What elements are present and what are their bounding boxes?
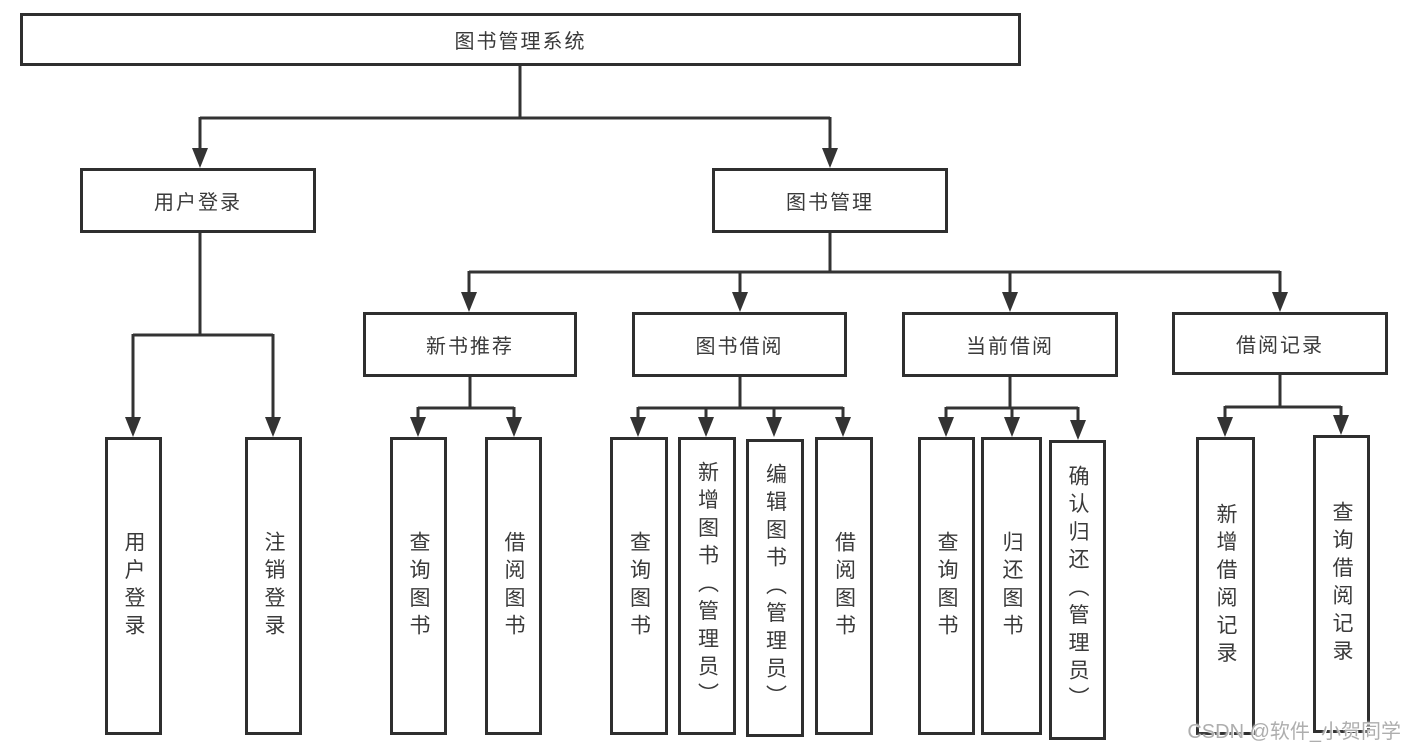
node-label: 借阅记录 xyxy=(1236,335,1324,357)
node-book-management: 图书管理 xyxy=(712,168,948,233)
leaf-label: 借阅图书 xyxy=(502,530,525,642)
leaf-label: 查询借阅记录 xyxy=(1330,500,1353,668)
leaf-label: 用户登录 xyxy=(122,530,145,642)
node-user-login: 用户登录 xyxy=(80,168,316,233)
node-book-borrowing: 图书借阅 xyxy=(632,312,847,377)
leaf-edit-book-admin: 编辑图书（管理员） xyxy=(746,439,804,737)
leaf-label: 归还图书 xyxy=(1000,530,1023,642)
leaf-add-borrow-record: 新增借阅记录 xyxy=(1196,437,1255,735)
leaf-label: 查询图书 xyxy=(627,530,651,642)
node-label: 新书推荐 xyxy=(426,336,514,358)
leaf-logout: 注销登录 xyxy=(245,437,302,735)
node-borrowing-records: 借阅记录 xyxy=(1172,312,1388,375)
leaf-borrow-books-recommendation: 借阅图书 xyxy=(485,437,542,735)
node-label: 当前借阅 xyxy=(966,336,1054,358)
leaf-label: 查询图书 xyxy=(407,530,430,642)
leaf-label: 确认归还（管理员） xyxy=(1066,465,1089,715)
leaf-query-books-recommendation: 查询图书 xyxy=(390,437,447,735)
leaf-label: 借阅图书 xyxy=(832,530,856,642)
node-library-management-system: 图书管理系统 xyxy=(20,13,1021,66)
leaf-label: 新增借阅记录 xyxy=(1214,502,1237,670)
leaf-query-books-borrowing: 查询图书 xyxy=(610,437,668,735)
node-label: 图书管理系统 xyxy=(454,31,587,53)
leaf-label: 查询图书 xyxy=(935,530,958,642)
connector-paths xyxy=(131,66,1343,424)
leaf-borrow-books-borrowing: 借阅图书 xyxy=(815,437,873,735)
node-label: 图书管理 xyxy=(786,192,874,214)
leaf-label: 新增图书（管理员） xyxy=(695,461,719,711)
leaf-label: 注销登录 xyxy=(262,530,285,642)
leaf-confirm-return-admin: 确认归还（管理员） xyxy=(1049,440,1106,740)
csdn-watermark: CSDN @软件_小贺同学 xyxy=(1187,721,1401,743)
leaf-query-borrow-record: 查询借阅记录 xyxy=(1313,435,1370,733)
leaf-user-login: 用户登录 xyxy=(105,437,162,735)
arrowhead-icons xyxy=(125,148,1349,440)
leaf-query-books-current: 查询图书 xyxy=(918,437,975,735)
leaf-return-book: 归还图书 xyxy=(981,437,1042,735)
leaf-add-book-admin: 新增图书（管理员） xyxy=(678,437,736,735)
node-label: 用户登录 xyxy=(154,192,242,214)
node-current-borrowing: 当前借阅 xyxy=(902,312,1118,377)
leaf-label: 编辑图书（管理员） xyxy=(763,463,787,713)
node-new-book-recommendation: 新书推荐 xyxy=(363,312,577,377)
node-label: 图书借阅 xyxy=(695,336,784,358)
